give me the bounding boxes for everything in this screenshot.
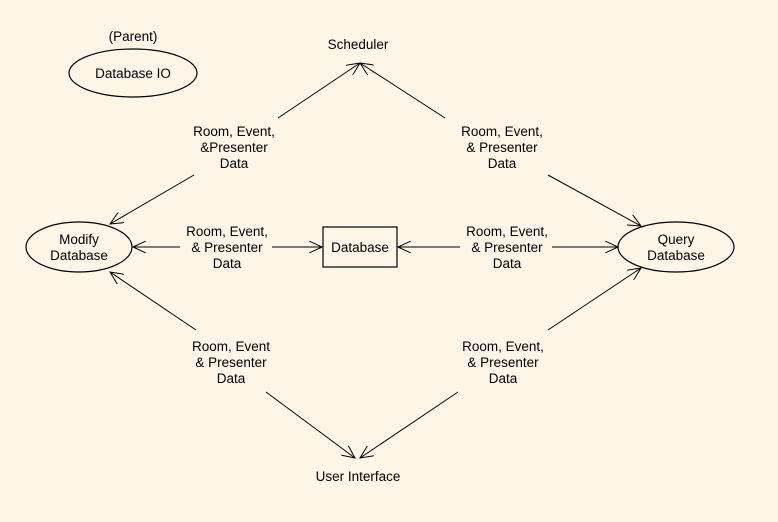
flow-label-modify-scheduler-line2: &Presenter [200, 140, 268, 155]
query-database-label-line2: Database [647, 248, 705, 263]
flow-ui-modify-upper [110, 272, 197, 331]
flow-label-modify-scheduler-line3: Data [220, 156, 249, 171]
query-database-label-line1: Query [658, 232, 695, 247]
flow-ui-query-upper [547, 268, 641, 331]
flow-label-modify-scheduler-line1: Room, Event, [193, 124, 275, 139]
flow-label-ui-modify-line2: & Presenter [195, 355, 267, 370]
database-store-box [322, 226, 398, 268]
parent-process-label: Database IO [95, 66, 171, 81]
modify-database-ellipse [25, 221, 133, 273]
modify-database-label-line1: Modify [59, 232, 99, 247]
flow-label-ui-modify-line1: Room, Event [192, 339, 270, 354]
flow-ui-modify-lower [265, 391, 355, 458]
flow-label-ui-query-line1: Room, Event, [462, 339, 544, 354]
flow-label-store-query-line2: & Presenter [471, 240, 543, 255]
database-store-label: Database [331, 240, 389, 255]
flow-label-modify-store-line1: Room, Event, [186, 224, 268, 239]
flow-query-scheduler-lower [547, 174, 641, 226]
flow-modify-to-scheduler-upper [277, 63, 360, 119]
flow-ui-query-lower [360, 391, 459, 458]
flow-query-scheduler-upper [360, 63, 446, 119]
query-database-ellipse [617, 221, 735, 273]
modify-database-label-line2: Database [50, 248, 108, 263]
flow-label-modify-store-line2: & Presenter [191, 240, 263, 255]
flow-label-modify-store-line3: Data [213, 256, 242, 271]
parent-process-ellipse [68, 48, 198, 98]
flow-label-query-scheduler-line2: & Presenter [466, 140, 538, 155]
flow-label-store-query-line3: Data [493, 256, 522, 271]
flow-label-ui-query-line2: & Presenter [467, 355, 539, 370]
flow-label-query-scheduler-line1: Room, Event, [461, 124, 543, 139]
flow-label-ui-modify-line3: Data [217, 371, 246, 386]
flow-label-store-query-line1: Room, Event, [466, 224, 548, 239]
scheduler-label: Scheduler [328, 37, 389, 52]
flow-label-ui-query-line3: Data [489, 371, 518, 386]
parent-caption: (Parent) [109, 29, 158, 44]
flow-modify-to-scheduler-lower [110, 174, 195, 224]
flow-label-query-scheduler-line3: Data [488, 156, 517, 171]
user-interface-label: User Interface [316, 469, 401, 484]
